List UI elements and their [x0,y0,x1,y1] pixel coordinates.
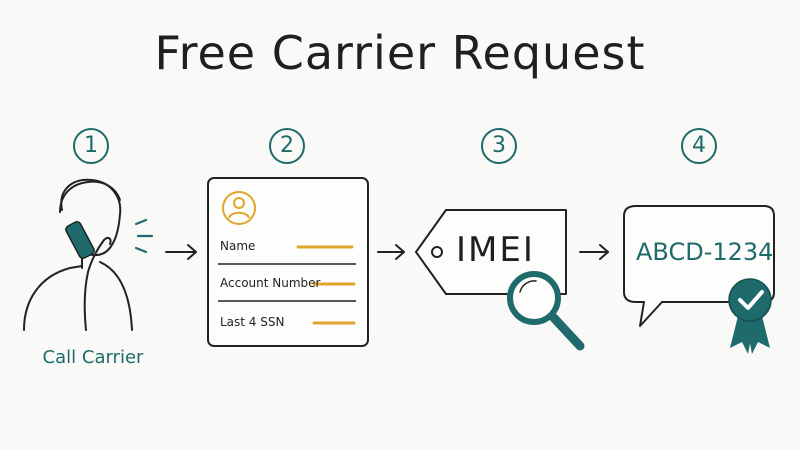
diagram-title: Free Carrier Request [154,26,646,80]
step-number-1: 1 [73,128,109,164]
verified-badge-icon [728,278,772,354]
phone-call-icon [65,218,154,259]
person-calling-illustration [23,178,133,331]
account-form-card [207,177,369,347]
call-carrier-caption: Call Carrier [42,347,144,368]
form-field-account-label: Account Number [220,276,321,290]
arrow-right-icon [579,244,609,260]
user-avatar-icon [222,191,256,225]
imei-label: IMEI [456,230,535,270]
magnifier-icon [507,271,585,351]
step-number-2: 2 [269,128,305,164]
step-number-4: 4 [681,128,717,164]
arrow-right-icon [165,244,197,260]
form-field-ssn-label: Last 4 SSN [220,315,285,329]
step-number-3: 3 [481,128,517,164]
form-field-name-label: Name [220,239,256,253]
unlock-code-text: ABCD-1234 [636,238,774,266]
arrow-right-icon [377,244,405,260]
